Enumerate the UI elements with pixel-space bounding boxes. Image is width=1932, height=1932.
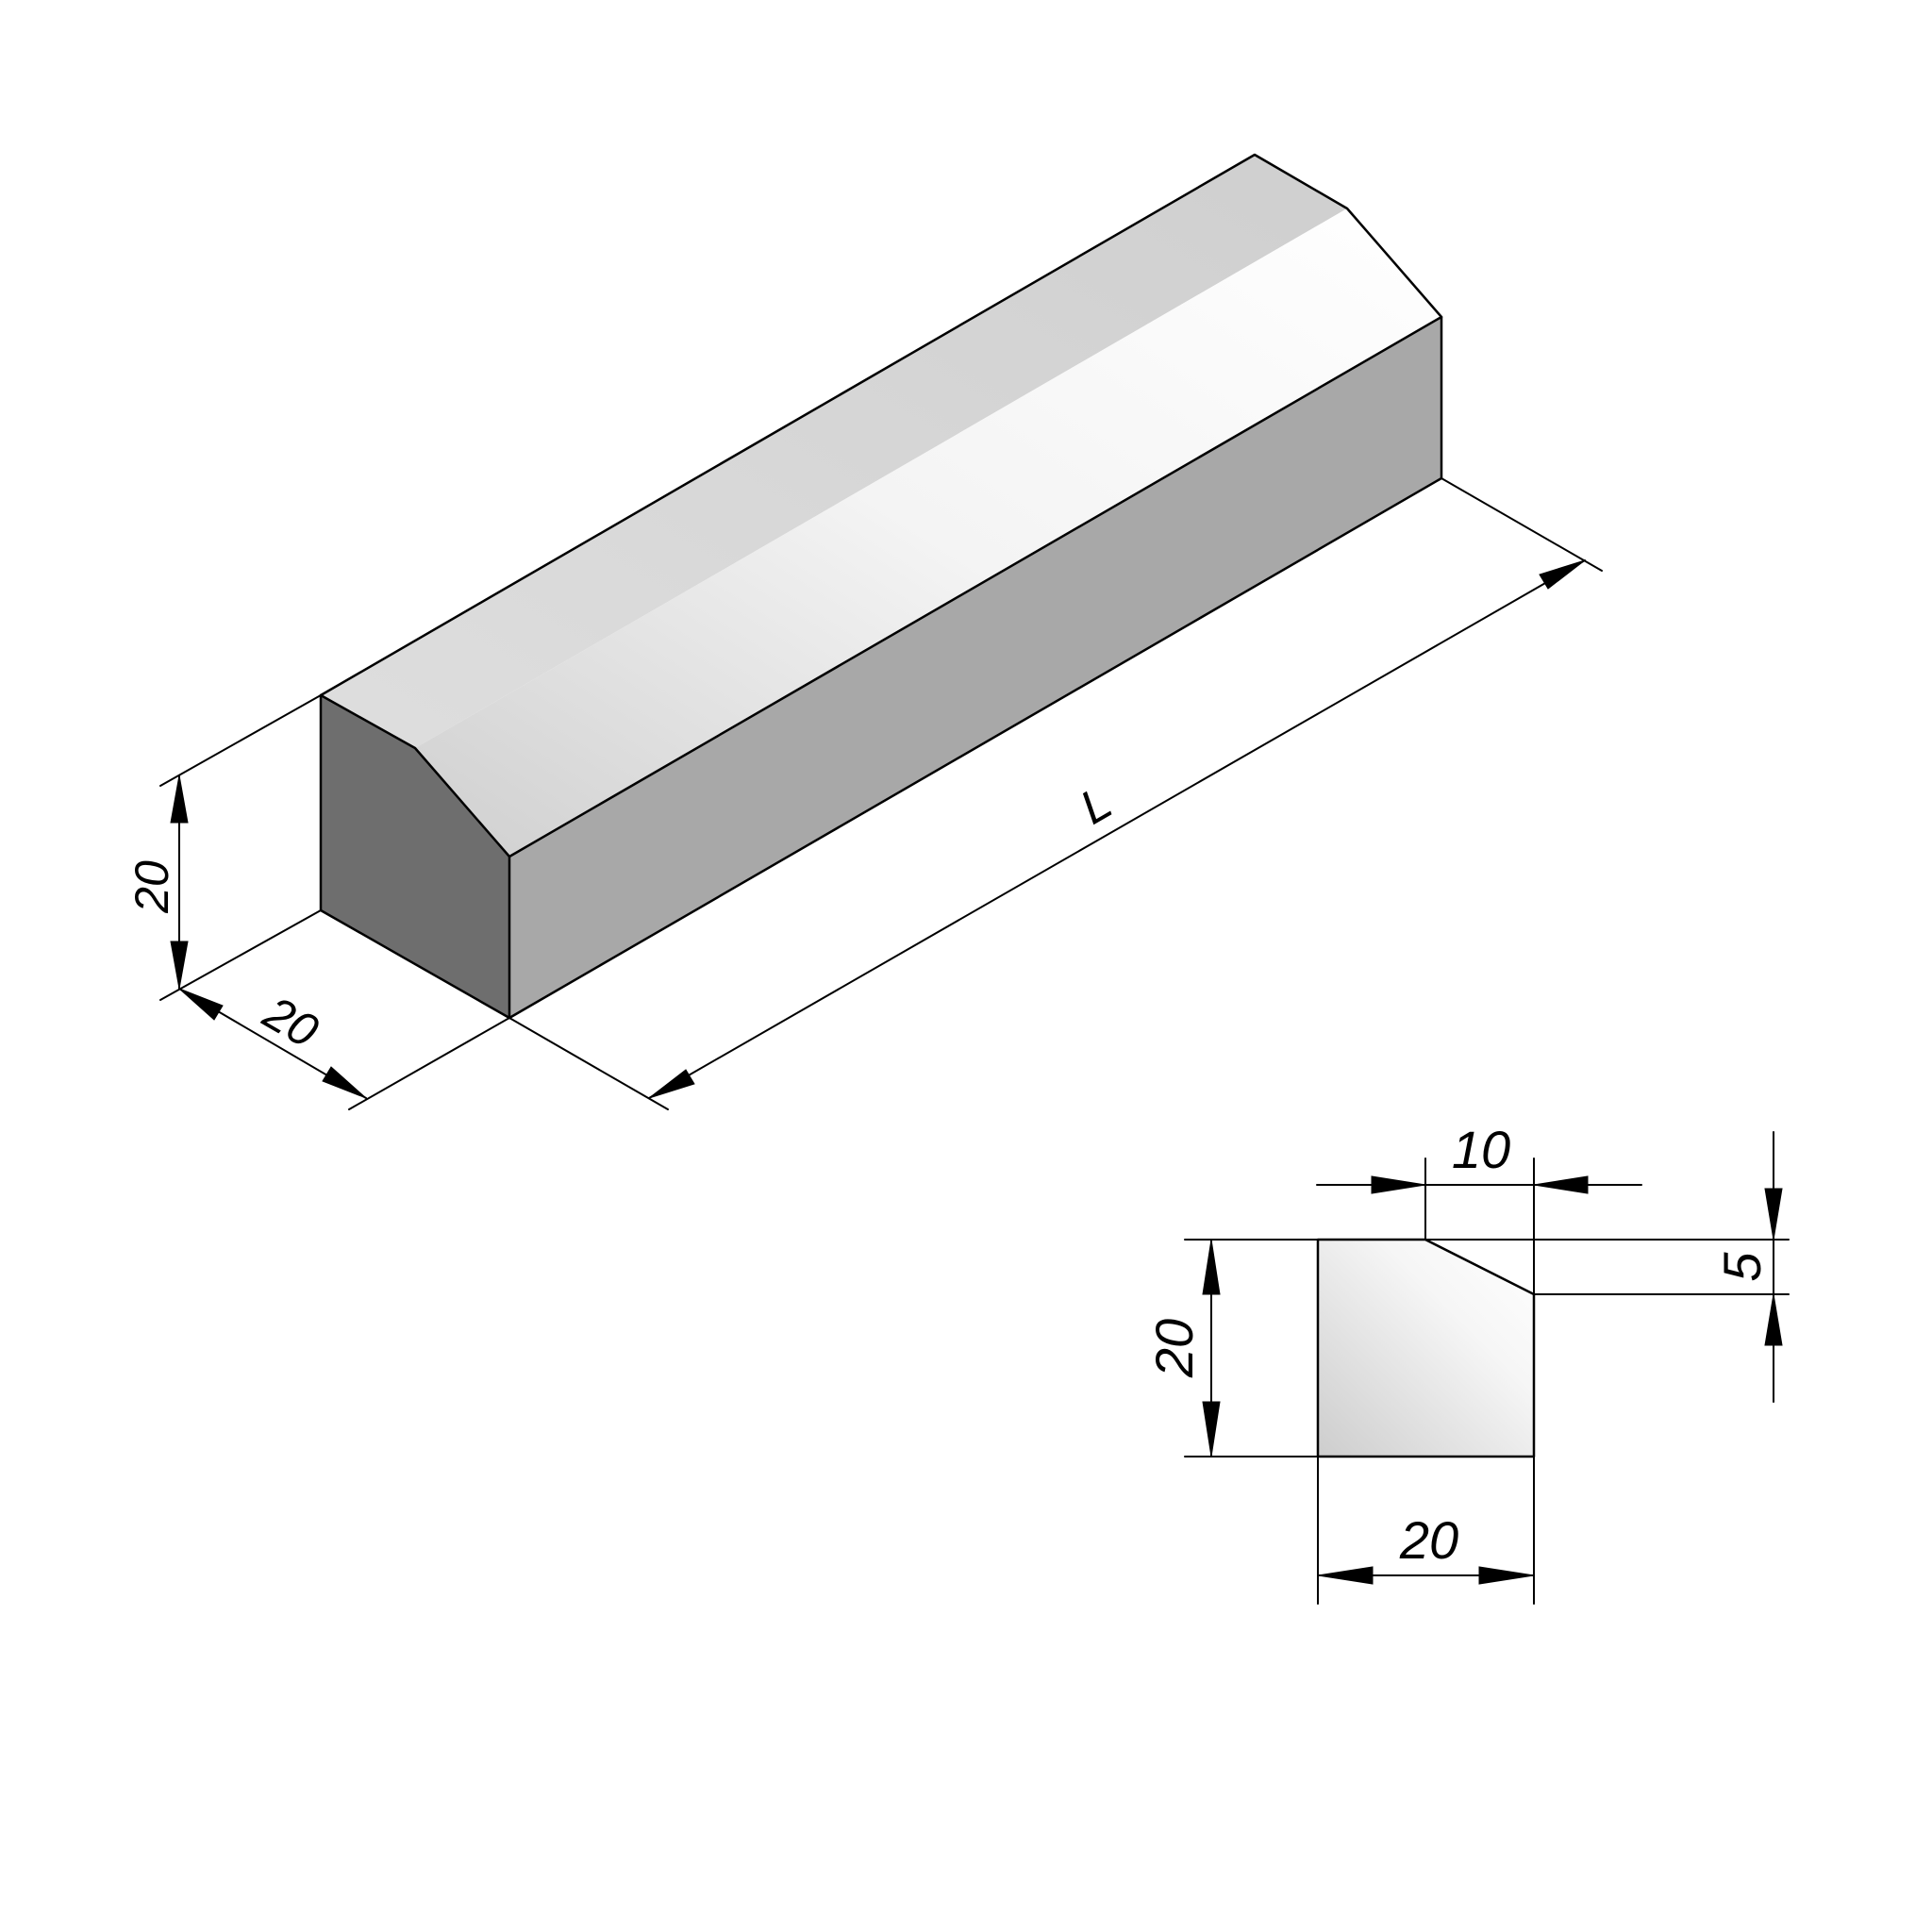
- arrow-section-down-icon: [1202, 1401, 1221, 1457]
- section-profile: [1318, 1240, 1534, 1457]
- arrow-length-end-icon: [1539, 559, 1586, 590]
- arrow-down-icon: [170, 941, 189, 990]
- ext-line-length-front: [508, 1017, 669, 1110]
- iso-length-label: L: [1071, 775, 1120, 834]
- ext-line-length-back: [1441, 477, 1603, 572]
- arrow-up-icon: [170, 774, 189, 824]
- section-view: 10 5 20 20: [1144, 1120, 1790, 1605]
- outline-end: [319, 693, 511, 1020]
- arrow-chamfer-right-icon: [1533, 1175, 1589, 1194]
- arrow-left-icon: [178, 988, 224, 1021]
- top-face: [321, 155, 1347, 748]
- iso-width-label: 20: [255, 986, 327, 1058]
- chamfer-face: [415, 208, 1441, 857]
- chamfer-height-label: 5: [1712, 1252, 1772, 1282]
- ext-line-top: [159, 694, 322, 787]
- arrow-chamfer-left-icon: [1371, 1175, 1426, 1194]
- outline-top-back: [319, 153, 1443, 1020]
- iso-height-label: 20: [125, 860, 178, 914]
- edge-front-top: [508, 315, 1443, 858]
- section-height-label: 20: [1144, 1319, 1204, 1378]
- arrow-section-up-icon: [1202, 1239, 1221, 1295]
- arrow-section-left-icon: [1317, 1566, 1374, 1585]
- ext-line-bottom: [159, 909, 322, 1001]
- dim-line-length: [648, 559, 1586, 1099]
- section-width-label: 20: [1399, 1510, 1458, 1570]
- chamfer-width-label: 10: [1452, 1120, 1510, 1179]
- arrow-chamfer-up-icon: [1764, 1293, 1783, 1346]
- ext-line-front: [348, 1017, 510, 1110]
- section-outline: [1316, 1238, 1536, 1458]
- arrow-section-right-icon: [1478, 1566, 1535, 1585]
- arrow-chamfer-down-icon: [1764, 1188, 1783, 1241]
- arrow-right-icon: [322, 1066, 367, 1099]
- arrow-length-start-icon: [648, 1069, 695, 1099]
- side-face: [509, 317, 1441, 1018]
- iso-view: 20 20 L: [125, 153, 1603, 1110]
